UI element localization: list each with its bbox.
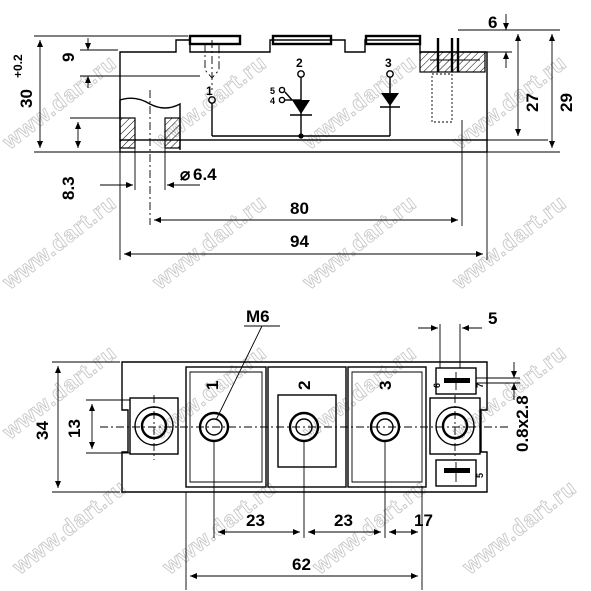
watermark: www.dart.ru: [307, 475, 431, 580]
side-terminal-2: 2: [296, 56, 303, 70]
aux-terminal-hidden: [431, 73, 453, 123]
m6-leader: [215, 325, 263, 421]
watermark: www.dart.ru: [297, 50, 421, 155]
top-terminal-3: 3: [376, 381, 395, 390]
terminal-cap-2: [271, 34, 333, 46]
dim-30-tolerance: +0.2: [11, 54, 25, 78]
dim-80: 80: [290, 199, 309, 218]
side-view: 1 2 3 5 4 30 +0.2 9 8.3 ⌀ 6.4 80: [11, 13, 576, 260]
side-terminal-3: 3: [385, 56, 392, 70]
top-terminal-1: 1: [203, 381, 222, 390]
watermark: www.dart.ru: [457, 475, 581, 580]
dim-0-8x2-8: 0.8x2.8: [513, 395, 532, 452]
watermark: www.dart.ru: [447, 190, 571, 295]
dim-27: 27: [523, 93, 542, 112]
dim-6: 6: [488, 13, 497, 32]
terminal-cap-1: [188, 34, 242, 46]
aux-terminal-top: [435, 367, 477, 395]
top-terminal-6: 6: [432, 383, 442, 388]
dim-23-left: 23: [246, 511, 265, 530]
watermark: www.dart.ru: [0, 340, 121, 445]
watermark: www.dart.ru: [297, 190, 421, 295]
watermark: www.dart.ru: [7, 475, 131, 580]
dim-5: 5: [488, 309, 497, 328]
thyristor-icon: [292, 100, 310, 114]
dim-29: 29: [557, 93, 576, 112]
watermark: www.dart.ru: [0, 190, 121, 295]
top-terminal-5: 5: [475, 473, 485, 478]
terminal-cap-3: [364, 34, 422, 46]
top-terminal-7: 7: [475, 383, 485, 388]
aux-terminal-bottom: [435, 459, 477, 487]
diode-icon: [381, 93, 399, 106]
top-outline: [121, 361, 488, 493]
mount-hole-hatch-right: [164, 117, 181, 149]
dim-9: 9: [59, 53, 78, 62]
dim-30: 30: [17, 89, 36, 108]
node-5: [278, 86, 286, 94]
housing-outline: [119, 39, 488, 140]
node-4: [278, 96, 286, 104]
side-terminal-1: 1: [206, 84, 213, 98]
node-2: [297, 70, 305, 78]
dim-94: 94: [290, 232, 309, 251]
thread-label-m6: M6: [246, 307, 270, 326]
dim-8-3: 8.3: [59, 176, 78, 200]
dim-62: 62: [292, 555, 311, 574]
side-terminal-4: 4: [270, 96, 275, 106]
side-terminal-5: 5: [270, 86, 275, 96]
watermark: www.dart.ru: [297, 340, 421, 445]
svg-text:⌀: ⌀: [180, 165, 191, 184]
dim-13: 13: [65, 419, 84, 438]
dim-6-4: 6.4: [193, 165, 217, 184]
watermark: www.dart.ru: [147, 190, 271, 295]
cutaway-break: [119, 97, 181, 150]
top-view: M6 1 2 3 7 6 5 34 13 5 0.8x2.8: [33, 307, 532, 590]
mount-hole-hatch-left: [119, 117, 136, 149]
pad-2-plate: [277, 394, 337, 468]
dim-23-right: 23: [334, 511, 353, 530]
top-terminal-2: 2: [295, 381, 314, 390]
dim-34: 34: [33, 421, 52, 440]
dim-17: 17: [414, 511, 433, 530]
